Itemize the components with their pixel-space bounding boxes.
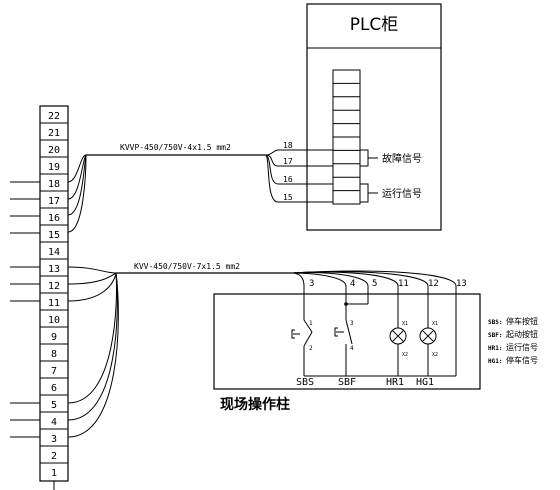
legend-code: SBF: bbox=[488, 332, 502, 339]
terminal-number: 22 bbox=[48, 111, 60, 122]
terminal-number: 5 bbox=[51, 400, 57, 411]
contact-number: 4 bbox=[350, 345, 354, 352]
terminal-number: 21 bbox=[48, 128, 60, 139]
device-label-hg1: HG1 bbox=[416, 377, 434, 388]
legend-code: SBS: bbox=[488, 319, 502, 326]
contact-number: 1 bbox=[309, 320, 313, 327]
plc-slot-number: 17 bbox=[283, 157, 293, 166]
terminal-number: 3 bbox=[51, 434, 57, 445]
terminal-strip bbox=[39, 105, 69, 490]
panel-column-number: 5 bbox=[372, 279, 377, 289]
plc-slot-number: 15 bbox=[283, 193, 293, 202]
cable-1-label: KVVP-450/750V-4x1.5 mm2 bbox=[120, 143, 231, 152]
lamp-terminal: X1 bbox=[432, 321, 438, 327]
run-signal-label: 运行信号 bbox=[382, 187, 422, 200]
legend-code: HR1: bbox=[488, 345, 502, 352]
contact-number: 3 bbox=[350, 320, 354, 327]
legend-text: 起动按钮 bbox=[506, 329, 538, 339]
legend-text: 运行信号 bbox=[506, 342, 538, 352]
plc-cabinet-title: PLC柜 bbox=[350, 15, 399, 35]
terminal-number: 4 bbox=[51, 417, 57, 428]
lamp-terminal: X2 bbox=[432, 352, 438, 358]
terminal-number: 19 bbox=[48, 162, 60, 173]
lamp-terminal: X1 bbox=[402, 321, 408, 327]
stop-button-symbol bbox=[291, 319, 313, 347]
terminal-number: 20 bbox=[48, 145, 60, 156]
plc-slot-number: 16 bbox=[283, 175, 293, 184]
terminal-number: 6 bbox=[51, 383, 57, 394]
fault-signal-label: 故障信号 bbox=[382, 152, 422, 165]
terminal-number: 17 bbox=[48, 196, 60, 207]
panel-column-number: 12 bbox=[428, 279, 439, 289]
field-panel-box bbox=[213, 293, 481, 390]
terminal-number: 11 bbox=[48, 298, 60, 309]
cable-2-bundle bbox=[67, 266, 457, 438]
terminal-number: 15 bbox=[48, 230, 60, 241]
lamp-terminal: X2 bbox=[402, 352, 408, 358]
terminal-number: 16 bbox=[48, 213, 60, 224]
legend-text: 停车信号 bbox=[506, 355, 538, 365]
device-label-sbf: SBF bbox=[338, 377, 356, 388]
plc-slot-number: 18 bbox=[283, 141, 293, 150]
external-leads bbox=[10, 181, 40, 438]
terminal-number: 9 bbox=[51, 332, 57, 343]
panel-column-number: 3 bbox=[309, 279, 314, 289]
legend: SBS: 停车按钮 SBF: 起动按钮 HR1: 运行信号 HG1: 停车信号 bbox=[488, 316, 538, 365]
terminal-number: 8 bbox=[51, 349, 57, 360]
legend-text: 停车按钮 bbox=[506, 316, 538, 326]
terminal-number: 12 bbox=[48, 281, 60, 292]
terminal-number: 14 bbox=[48, 247, 60, 258]
panel-column-wires bbox=[303, 286, 457, 377]
panel-column-number: 4 bbox=[350, 279, 355, 289]
junction-dot bbox=[344, 302, 348, 306]
plc-cabinet-box bbox=[306, 3, 442, 231]
contact-number: 2 bbox=[309, 345, 313, 352]
plc-terminal-block bbox=[332, 69, 361, 205]
device-label-sbs: SBS bbox=[296, 377, 314, 388]
terminal-number: 7 bbox=[51, 366, 57, 377]
cable-2-label: KVV-450/750V-7x1.5 mm2 bbox=[134, 262, 240, 271]
device-label-hr1: HR1 bbox=[386, 377, 404, 388]
legend-code: HG1: bbox=[488, 358, 502, 365]
terminal-number: 10 bbox=[48, 315, 60, 326]
plc-input-wires bbox=[278, 149, 378, 203]
terminal-number: 13 bbox=[48, 264, 60, 275]
lamp-hr1-symbol bbox=[389, 322, 407, 350]
terminal-number: 1 bbox=[51, 468, 57, 479]
start-button-symbol bbox=[334, 319, 353, 346]
terminal-number: 18 bbox=[48, 179, 60, 190]
panel-column-number: 13 bbox=[456, 279, 467, 289]
terminal-number: 2 bbox=[51, 451, 57, 462]
lamp-hg1-symbol bbox=[419, 322, 437, 350]
field-panel-title: 现场操作柱 bbox=[220, 396, 290, 413]
cable-1-bundle bbox=[67, 149, 279, 233]
panel-column-number: 11 bbox=[398, 279, 409, 289]
